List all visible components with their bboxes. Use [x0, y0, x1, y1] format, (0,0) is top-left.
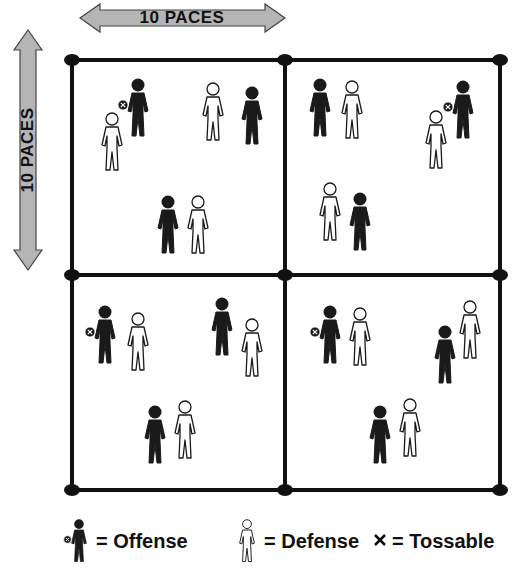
- defense-player: [320, 183, 340, 240]
- offense-player: [145, 406, 165, 464]
- dimension-arrow: [80, 4, 285, 32]
- offense-player: [320, 306, 340, 364]
- legend-ball-sample: [64, 536, 72, 544]
- offense-player: [212, 298, 232, 356]
- offense-player: [242, 87, 262, 145]
- legend-defense-sample: [240, 520, 255, 562]
- defense-player: [400, 399, 420, 456]
- tossable: [118, 100, 128, 110]
- defense-player: [175, 401, 195, 458]
- legend-text: = Defense: [264, 530, 359, 553]
- defense-player: [342, 81, 362, 138]
- offense-player: [350, 193, 370, 251]
- offense-player: [310, 79, 330, 137]
- legend-tossable-sample: [375, 535, 385, 545]
- offense-player: [158, 196, 178, 254]
- defense-player: [102, 113, 122, 170]
- legend-offense-sample: [72, 519, 87, 561]
- players: [85, 79, 480, 464]
- dimension-label: 10 PACES: [140, 8, 225, 28]
- tossable: [85, 327, 95, 337]
- defense-player: [460, 301, 480, 358]
- offense-player: [453, 81, 473, 139]
- defense-player: [350, 308, 370, 365]
- offense-player: [128, 79, 148, 137]
- defense-player: [426, 111, 446, 168]
- legend-samples: [64, 519, 385, 561]
- offense-player: [435, 326, 455, 384]
- cone-markers: [64, 54, 508, 496]
- offense-player: [95, 306, 115, 364]
- defense-player: [242, 319, 262, 376]
- tossable: [310, 327, 320, 337]
- offense-player: [370, 406, 390, 464]
- legend-text: = Offense: [96, 530, 188, 553]
- dimension-label: 10 PACES: [18, 108, 38, 193]
- defense-player: [188, 196, 208, 253]
- defense-player: [203, 83, 223, 140]
- legend-text: = Tossable: [392, 530, 494, 553]
- defense-player: [128, 313, 148, 370]
- tossable: [443, 102, 453, 112]
- dimension-arrow: [14, 30, 42, 270]
- field-grid: [72, 60, 500, 490]
